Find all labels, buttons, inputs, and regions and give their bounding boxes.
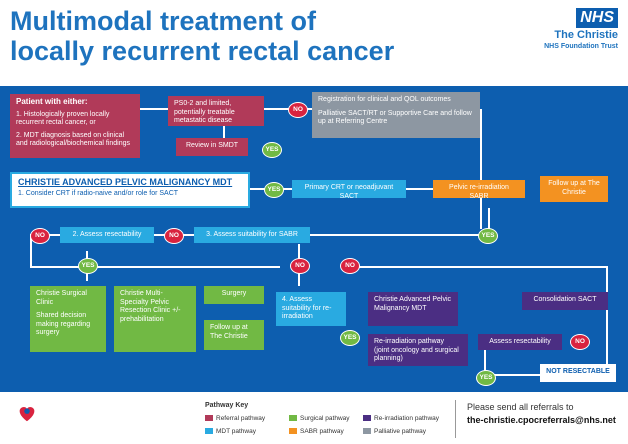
mdt-heading: CHRISTIE ADVANCED PELVIC MALIGNANCY MDT (18, 177, 233, 187)
connector (140, 108, 170, 110)
footer: Pathway Key Referral pathway Surgical pa… (0, 392, 628, 444)
yes-pill: YES (340, 330, 360, 346)
no-pill: NO (30, 228, 50, 244)
assess-sabr-box: 3. Assess suitability for SABR (194, 227, 310, 243)
palliative-swatch (363, 428, 371, 435)
patient-item-1: 1. Histologically proven locally recurre… (16, 110, 110, 127)
header: Multimodal treatment of locally recurren… (0, 0, 628, 86)
surgical-clinic-title: Christie Surgical Clinic (36, 290, 87, 306)
followup-christie-green-box: Follow up at The Christie (204, 320, 264, 350)
patient-criteria-box: Patient with either: 1. Histologically p… (10, 94, 140, 158)
key-label: Re-irradiation pathway (374, 415, 440, 422)
heart-logo-icon (19, 407, 35, 422)
reirradiation-pathway-title: Re-irradiation pathway (374, 338, 445, 345)
advanced-mdt-box: Christie Advanced Pelvic Malignancy MDT (368, 292, 458, 326)
footer-divider (455, 400, 456, 438)
reirradiation-pathway-desc: (joint oncology and surgical planning) (374, 346, 459, 363)
no-pill: NO (570, 334, 590, 350)
registration-box: Registration for clinical and QOL outcom… (312, 92, 480, 138)
pathway-key-title: Pathway Key (205, 402, 249, 409)
title-line-2: locally recurrent rectal cancer (10, 36, 395, 66)
surgical-swatch (289, 415, 297, 422)
assess-resectability-box: 2. Assess resectability (60, 227, 154, 243)
yes-pill: YES (476, 370, 496, 386)
referral-instructions: Please send all referrals to (467, 402, 574, 412)
connector (488, 208, 490, 238)
surgery-box: Surgery (204, 286, 264, 304)
registration-line-1: Registration for clinical and QOL outcom… (318, 96, 451, 103)
connector (484, 336, 486, 376)
key-sabr: SABR pathway (289, 428, 344, 435)
yes-pill: YES (78, 258, 98, 274)
consolidation-sact-box: Consolidation SACT (522, 292, 608, 310)
patient-heading: Patient with either: (16, 97, 88, 106)
connector (405, 188, 433, 190)
sabr-swatch (289, 428, 297, 435)
connector (480, 109, 482, 229)
key-label: Palliative pathway (374, 428, 427, 435)
key-palliative: Palliative pathway (363, 428, 426, 435)
key-surgical: Surgical pathway (289, 415, 350, 422)
key-label: Surgical pathway (300, 415, 350, 422)
flowchart-panel: Patient with either: 1. Histologically p… (0, 86, 628, 392)
no-pill: NO (340, 258, 360, 274)
registration-line-2: Palliative SACT/RT or Supportive Care an… (318, 109, 472, 126)
key-label: MDT pathway (216, 428, 256, 435)
nhs-logo: NHS (576, 8, 618, 28)
assess-reirradiation-box: 4. Assess suitability for re-irradiation (276, 292, 346, 326)
assess-resectability-2-box: Assess resectability (478, 334, 562, 350)
connector (348, 266, 608, 268)
connector (262, 108, 312, 110)
no-pill: NO (164, 228, 184, 244)
org-name: The Christie (554, 29, 618, 41)
review-smdt-box: Review in SMDT (176, 138, 248, 156)
page-title: Multimodal treatment of locally recurren… (10, 6, 430, 66)
key-mdt: MDT pathway (205, 428, 256, 435)
referral-email-link[interactable]: the-christie.cpocreferrals@nhs.net (467, 415, 616, 425)
yes-pill: YES (478, 228, 498, 244)
no-pill: NO (288, 102, 308, 118)
yes-pill: YES (264, 182, 284, 198)
primary-crt-box: Primary CRT or neoadjuvant SACT (292, 180, 406, 200)
mdt-swatch (205, 428, 213, 435)
connector (606, 266, 608, 376)
connector (30, 236, 32, 266)
followup-christie-orange-box: Follow up at The Christie (540, 176, 608, 202)
surgical-clinic-box: Christie Surgical Clinic Shared decision… (30, 286, 106, 352)
title-line-1: Multimodal treatment of (10, 6, 317, 36)
org-subtitle: NHS Foundation Trust (544, 43, 618, 50)
key-reirradiation: Re-irradiation pathway (363, 415, 439, 422)
patient-item-2: 2. MDT diagnosis based on clinical and r… (16, 131, 131, 148)
reirradiation-swatch (363, 415, 371, 422)
not-resectable-box: NOT RESECTABLE (540, 364, 616, 382)
connector (30, 266, 280, 268)
key-label: SABR pathway (300, 428, 344, 435)
performance-status-box: PS0-2 and limited, potentially treatable… (168, 96, 264, 126)
referral-swatch (205, 415, 213, 422)
christie-mdt-box: CHRISTIE ADVANCED PELVIC MALIGNANCY MDT … (10, 172, 250, 208)
surgical-clinic-desc: Shared decision making regarding surgery (36, 312, 91, 336)
mdt-item: 1. Consider CRT if radio-naive and/or ro… (18, 189, 179, 197)
multi-specialty-clinic-box: Christie Multi-Specialty Pelvic Resectio… (114, 286, 196, 352)
no-pill: NO (290, 258, 310, 274)
yes-pill: YES (262, 142, 282, 158)
key-referral: Referral pathway (205, 415, 265, 422)
pelvic-reirradiation-sabr-box: Pelvic re-irradiation SABR (433, 180, 525, 200)
key-label: Referral pathway (216, 415, 266, 422)
reirradiation-pathway-box: Re-irradiation pathway (joint oncology a… (368, 334, 468, 366)
